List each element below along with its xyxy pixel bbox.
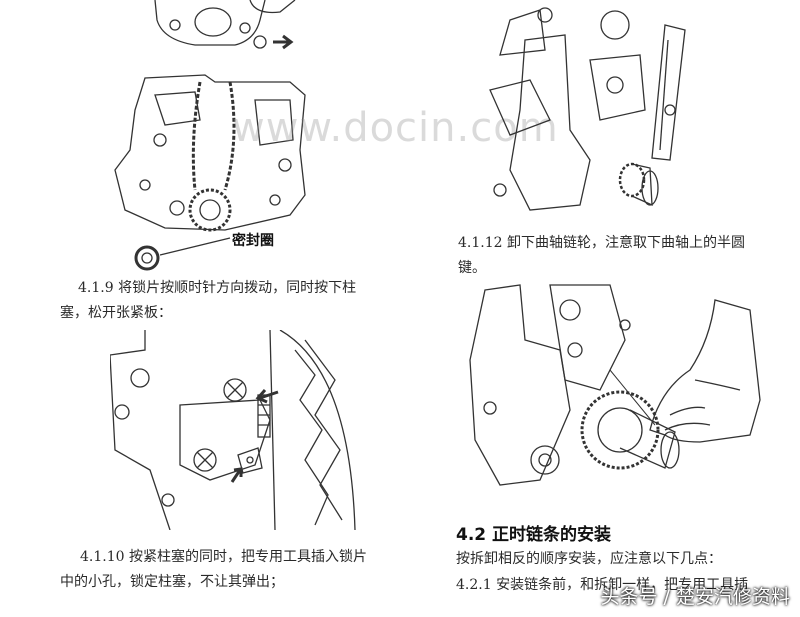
section-intro: 按拆卸相反的顺序安装，应注意以下几点： <box>456 551 722 567</box>
source-credit: 头条号 / 楚安汽修资料 <box>600 586 790 608</box>
figure-tensioner-lock <box>110 330 370 530</box>
seal-label: 密封圈 <box>232 233 274 249</box>
step-4-1-10-line1: 4.1.10 按紧柱塞的同时，把专用工具插入锁片 <box>80 549 367 565</box>
step-4-1-9-line1: 4.1.9 将锁片按顺时针方向拨动，同时按下柱 <box>78 280 357 296</box>
step-4-1-10-line2: 中的小孔，锁定柱塞，不让其弹出； <box>60 574 284 590</box>
step-4-2-1-partial: 4.2.1 安装链条前，和拆卸一样，把专用工具插 <box>456 577 749 593</box>
watermark: www.docin.com <box>232 105 559 151</box>
step-4-1-9-line2: 塞，松开张紧板： <box>60 305 172 321</box>
figure-hand-install-sprocket <box>460 280 780 515</box>
step-4-1-12-line1: 4.1.12 卸下曲轴链轮，注意取下曲轴上的半圆 <box>458 235 745 251</box>
step-4-1-12-line2: 键。 <box>458 260 486 276</box>
figure-crank-sprocket <box>470 0 720 225</box>
figure-timing-cover-seal <box>105 0 345 275</box>
section-heading: 4.2 正时链条的安装 <box>456 525 612 545</box>
